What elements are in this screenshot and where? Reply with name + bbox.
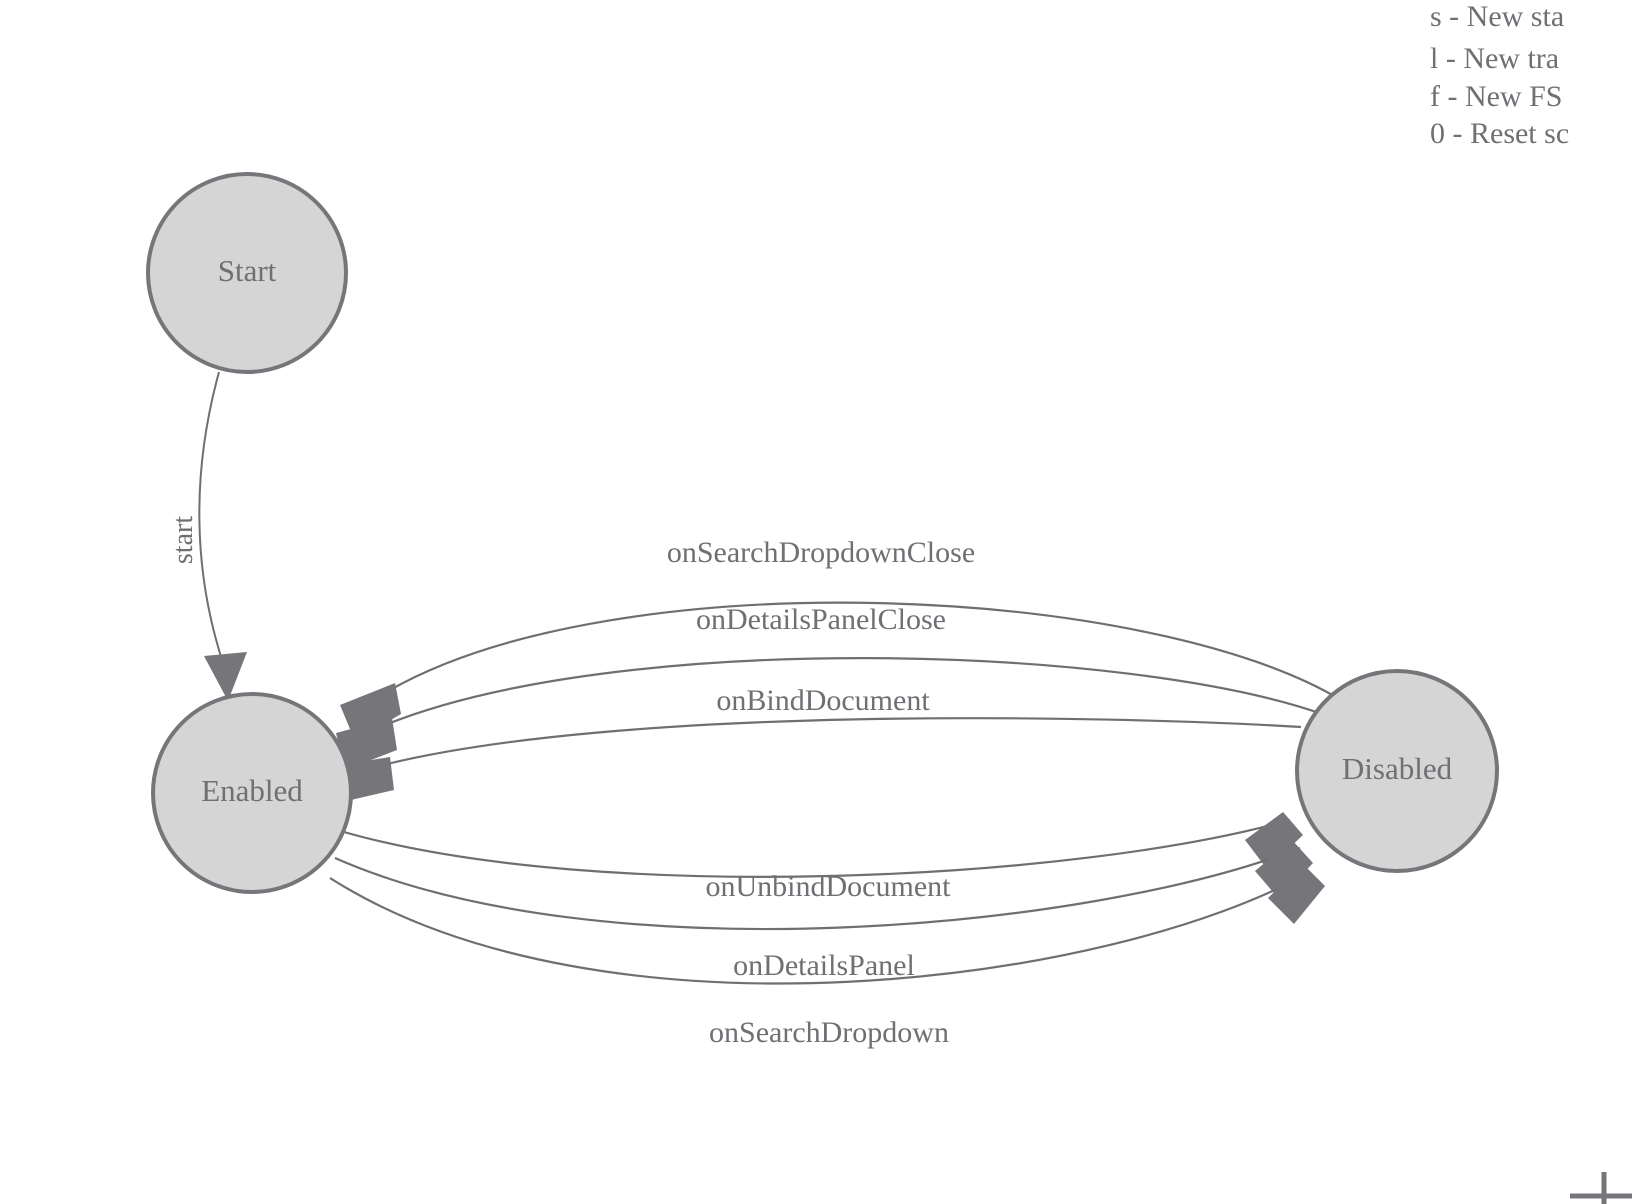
edge-group-disabled-to-enabled [334, 601, 1342, 803]
legend-line-new-state: s - New sta [1430, 0, 1564, 33]
edge-path-start [198, 371, 225, 667]
edge-path-onBindDocument [382, 717, 1302, 767]
edge-start[interactable] [198, 371, 247, 701]
edge-onDetailsPanel[interactable] [334, 840, 1313, 931]
edge-path-onUnbindDocument [343, 818, 1291, 878]
edge-label-onDetailsPanelClose: onDetailsPanelClose [696, 603, 946, 636]
arrowhead-onDetailsPanelClose [336, 718, 397, 770]
edge-label-onDetailsPanel: onDetailsPanel [733, 949, 915, 982]
edge-onSearchDropdown[interactable] [329, 864, 1325, 985]
edge-label-onUnbindDocument: onUnbindDocument [706, 870, 952, 903]
node-disabled-circle[interactable] [1295, 669, 1499, 873]
edge-path-onSearchDropdown [329, 871, 1311, 985]
edge-onBindDocument[interactable] [334, 717, 1302, 803]
edge-group-enabled-to-disabled [329, 812, 1325, 985]
arrowhead-start [204, 652, 247, 701]
node-disabled[interactable]: Disabled [1295, 669, 1499, 873]
arrowhead-onSearchDropdownClose [340, 683, 401, 741]
legend-line-new-transition: l - New tra [1430, 42, 1559, 75]
edge-path-onDetailsPanel [334, 846, 1301, 931]
edge-path-onDetailsPanelClose [384, 657, 1326, 727]
resize-corner-icon [1570, 1172, 1632, 1204]
edge-onUnbindDocument[interactable] [343, 812, 1303, 878]
node-start[interactable]: Start [146, 172, 348, 374]
node-disabled-label: Disabled [1342, 751, 1453, 786]
legend: s - New sta l - New tra f - New FS 0 - R… [1430, 0, 1569, 150]
edge-onSearchDropdownClose[interactable] [340, 601, 1342, 741]
edge-onDetailsPanelClose[interactable] [336, 657, 1326, 770]
resize-corner-handle[interactable] [1570, 1172, 1632, 1204]
node-enabled-label: Enabled [201, 773, 303, 808]
arrowhead-onDetailsPanel [1255, 840, 1313, 899]
node-start-label: Start [218, 253, 277, 288]
arrowhead-onSearchDropdown [1268, 864, 1325, 924]
node-enabled-circle[interactable] [151, 692, 353, 894]
node-start-circle[interactable] [146, 172, 348, 374]
edge-path-onSearchDropdownClose [389, 601, 1342, 701]
legend-line-reset: 0 - Reset sc [1430, 117, 1569, 150]
edge-label-onSearchDropdownClose: onSearchDropdownClose [667, 536, 975, 569]
node-enabled[interactable]: Enabled [151, 692, 353, 894]
edge-label-onSearchDropdown: onSearchDropdown [709, 1016, 949, 1049]
legend-line-new-fsm: f - New FS [1430, 80, 1563, 113]
edge-label-start: start [168, 516, 199, 564]
arrowhead-onUnbindDocument [1245, 812, 1303, 869]
edge-label-onBindDocument: onBindDocument [716, 684, 930, 717]
